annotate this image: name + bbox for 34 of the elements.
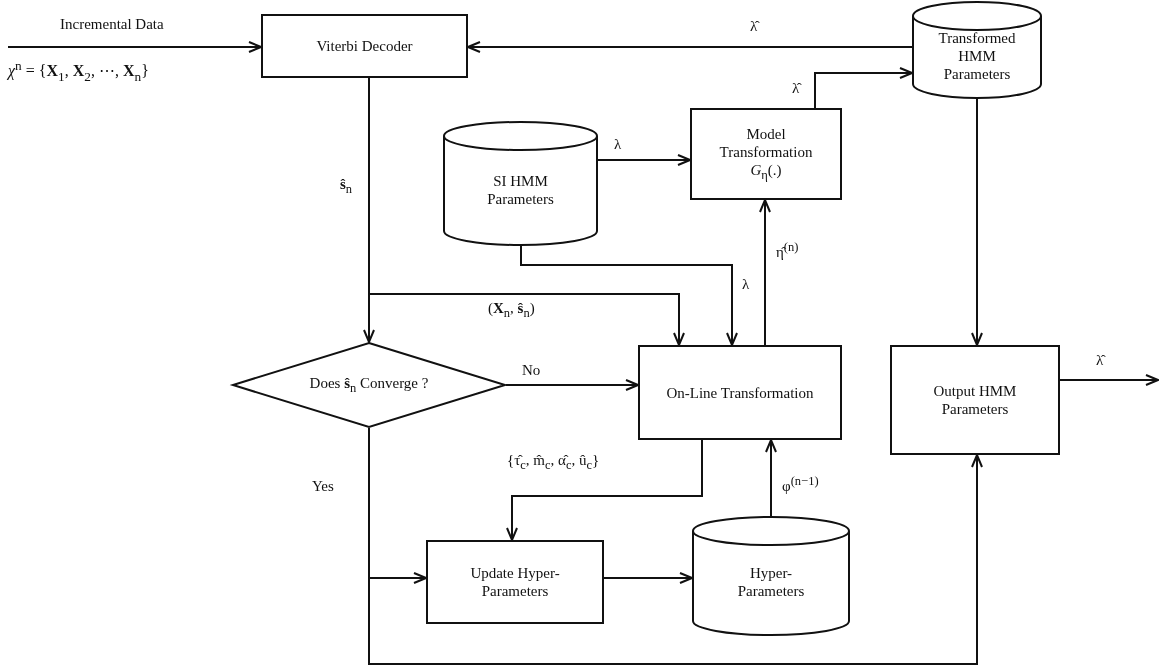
edge-label: φ$^{(n−1)}$: [780, 474, 821, 495]
decision-diamond: [232, 342, 506, 428]
process-box: [426, 540, 604, 624]
process-box: [638, 345, 842, 440]
node-text: SI HMM Parameters: [486, 171, 555, 208]
database-cylinder: [692, 517, 850, 635]
arrow: [759, 199, 771, 346]
node-text: Update Hyper-Parameters: [469, 564, 561, 600]
arrow: [603, 572, 693, 584]
arrow: [765, 439, 777, 518]
edge-label: η̂$^{(n)}$: [774, 240, 801, 261]
arrow: [971, 97, 983, 346]
arrow: [505, 379, 639, 391]
process-box: [690, 108, 842, 200]
process-box: [261, 14, 468, 78]
arrow: [7, 41, 262, 53]
node-text: Hyper-Parameters: [736, 564, 806, 600]
arrow: [1059, 374, 1159, 386]
formula-label: χ$^{n}$ = {X$_{1}$, X$_{2}$, ⋯, X$_{n}$}: [8, 58, 149, 85]
arrow: [506, 439, 703, 541]
process-box: [890, 345, 1060, 455]
arrow: [520, 244, 738, 346]
arrow: [467, 41, 913, 53]
node-text: Output HMM Parameters: [932, 382, 1018, 418]
database-cylinder: [912, 2, 1042, 98]
node-text: G$_{η}$(.): [750, 161, 782, 183]
node-text: Transformed HMM Parameters: [938, 29, 1016, 83]
node-text: Viterbi Decoder: [316, 37, 413, 55]
database-cylinder: [443, 122, 598, 245]
arrow: [597, 154, 691, 166]
node-text: On-Line Transformation: [666, 383, 814, 402]
node-text: Does ŝ$_{n}$ Converge ?: [309, 374, 429, 396]
node-text: Model Transformation: [718, 125, 814, 161]
arrow: [814, 67, 913, 109]
